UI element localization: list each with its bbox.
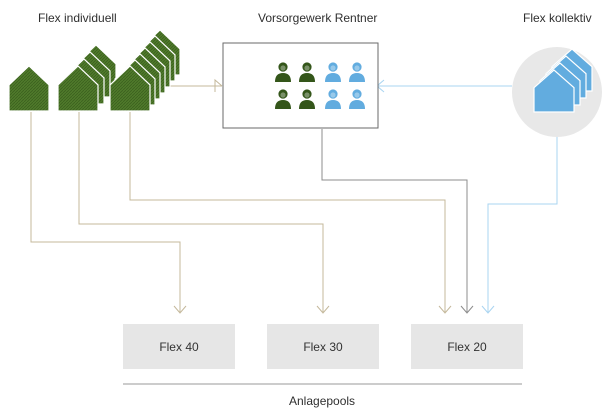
person-icon <box>349 62 365 82</box>
house-icon <box>109 65 151 112</box>
arrowhead-flex20-c <box>481 305 495 314</box>
arrowhead-flex20-a <box>438 305 452 314</box>
arrowhead-flex30 <box>316 305 330 314</box>
arrowhead-flex40 <box>173 305 187 314</box>
pool-flex-20-label: Flex 20 <box>447 339 487 354</box>
houses-individuell <box>8 29 181 112</box>
person-icon <box>275 62 291 82</box>
pool-flex-20: Flex 20 <box>411 324 523 369</box>
label-flex-individuell: Flex individuell <box>38 11 117 25</box>
house-icon <box>8 65 50 112</box>
person-icon <box>325 62 341 82</box>
line-house3-flex20 <box>129 112 446 312</box>
line-kollektiv-flex20 <box>487 136 558 312</box>
connector-lines <box>30 85 558 312</box>
label-flex-kollektiv: Flex kollektiv <box>523 11 592 25</box>
line-house2-flex30 <box>78 112 324 312</box>
house-icon <box>57 65 99 112</box>
arrowhead-vorsorgewerk-left <box>214 78 223 92</box>
pool-flex-30-label: Flex 30 <box>303 339 343 354</box>
line-vorsorgewerk-flex20 <box>321 129 468 312</box>
persons <box>275 62 365 109</box>
houses-kollektiv <box>533 48 593 113</box>
person-icon <box>349 89 365 109</box>
person-icon <box>325 89 341 109</box>
person-icon <box>275 89 291 109</box>
person-icon <box>299 89 315 109</box>
pool-flex-40-label: Flex 40 <box>159 339 199 354</box>
house-icon <box>533 69 575 113</box>
person-icon <box>299 62 315 82</box>
pool-flex-30: Flex 30 <box>267 324 379 369</box>
arrowhead-flex20-b <box>460 305 474 314</box>
label-vorsorgewerk-rentner: Vorsorgewerk Rentner <box>258 11 378 25</box>
pool-flex-40: Flex 40 <box>123 324 235 369</box>
label-anlagepools: Anlagepools <box>289 394 356 408</box>
line-house1-flex40 <box>30 112 181 312</box>
vorsorgewerk-box <box>222 42 379 129</box>
